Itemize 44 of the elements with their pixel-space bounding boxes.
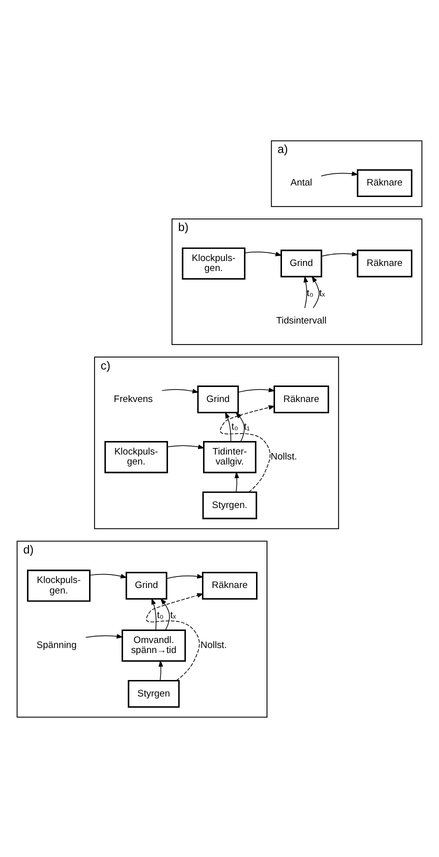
- node-box: Räknare: [356, 168, 412, 197]
- arrow: [312, 275, 320, 308]
- node-box: Grind: [126, 571, 168, 600]
- node-box: Klockpuls- gen.: [104, 440, 168, 473]
- node-box: Klockpuls- gen.: [26, 569, 91, 602]
- arrow: [234, 471, 240, 492]
- edge-label: t₀: [232, 421, 238, 432]
- arrow: [167, 444, 205, 449]
- edge-label: Nollst.: [270, 451, 297, 462]
- node-box: Räknare: [356, 249, 412, 277]
- arrow: [225, 411, 232, 442]
- arrow: [304, 275, 308, 308]
- arrow: [244, 251, 282, 256]
- edge-label: t₀: [157, 610, 164, 621]
- node-box: Grind: [280, 249, 322, 277]
- edge-label: t₀: [306, 287, 314, 298]
- arrow: [160, 598, 170, 630]
- arrow: [146, 592, 204, 681]
- arrow: [151, 597, 156, 630]
- node-text: Antal: [290, 177, 312, 188]
- node-box: Räknare: [274, 385, 330, 413]
- arrow: [320, 170, 358, 176]
- arrow: [321, 251, 359, 256]
- arrow: [158, 660, 164, 680]
- node-box: Styrgen.: [202, 490, 258, 519]
- arrow: [166, 574, 204, 578]
- arrow: [238, 387, 276, 392]
- edge-label: t₁: [244, 421, 250, 432]
- node-text: Tidsintervall: [276, 315, 326, 326]
- node-text: Frekvens: [114, 393, 153, 404]
- edge-label: Nollst.: [200, 640, 227, 651]
- node-text: Spänning: [36, 640, 77, 651]
- arrow: [90, 573, 128, 578]
- node-box: Styrgen: [128, 679, 180, 708]
- edge-label: tₓ: [170, 610, 176, 621]
- arrow: [235, 411, 245, 442]
- node-box: Räknare: [202, 571, 258, 600]
- arrow: [220, 404, 276, 492]
- node-box: Tidinter- vallgiv.: [203, 440, 256, 473]
- node-box: Omvandl. spänn→tid: [122, 629, 186, 662]
- arrow: [162, 388, 199, 393]
- node-box: Klockpuls- gen.: [182, 246, 246, 280]
- arrow: [85, 634, 124, 638]
- node-box: Grind: [197, 385, 239, 413]
